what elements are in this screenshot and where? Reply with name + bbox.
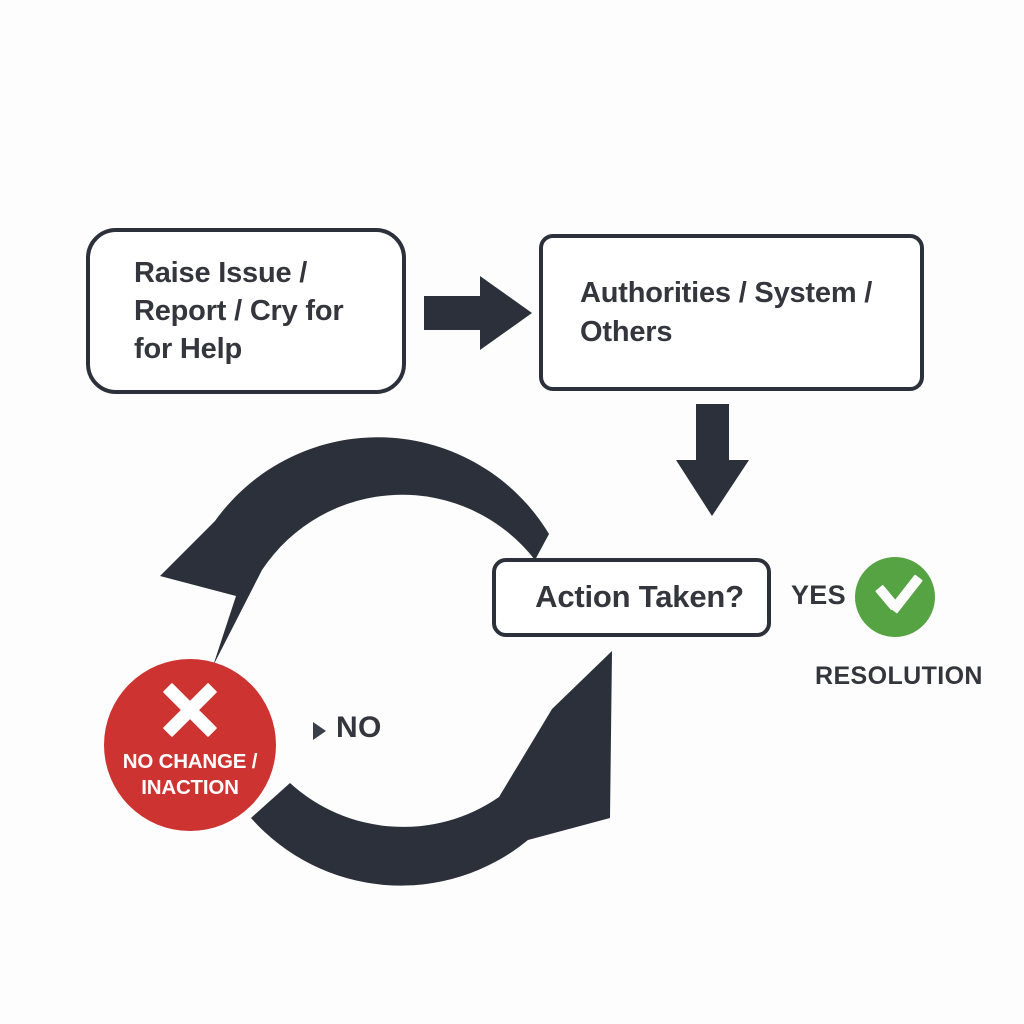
arrow-raise-to-authorities [424, 276, 532, 350]
node-action-taken-label: Action Taken? [535, 579, 744, 615]
outcome-resolution-label: RESOLUTION [815, 662, 983, 690]
outcome-no-change-label: NO CHANGE / INACTION [122, 750, 258, 799]
edge-label-yes: YES [791, 580, 846, 610]
arrow-no-change-to-action [251, 651, 612, 886]
outcome-no-change-badge[interactable]: NO CHANGE / INACTION [104, 659, 276, 831]
node-raise-issue-label: Raise Issue / Report / Cry for for Help [134, 256, 344, 366]
triangle-bullet-icon [313, 722, 326, 740]
arrow-authorities-to-action [676, 404, 749, 516]
check-icon [876, 573, 916, 598]
arrow-action-to-no-change [160, 437, 549, 666]
node-raise-issue[interactable]: Raise Issue / Report / Cry for for Help [86, 228, 406, 394]
node-authorities[interactable]: Authorities / System / Others [539, 234, 924, 391]
edge-label-no: NO [336, 711, 382, 744]
cross-icon [161, 681, 219, 739]
node-authorities-label: Authorities / System / Others [580, 277, 873, 348]
node-action-taken[interactable]: Action Taken? [492, 558, 771, 637]
outcome-resolution-badge[interactable] [855, 557, 935, 637]
